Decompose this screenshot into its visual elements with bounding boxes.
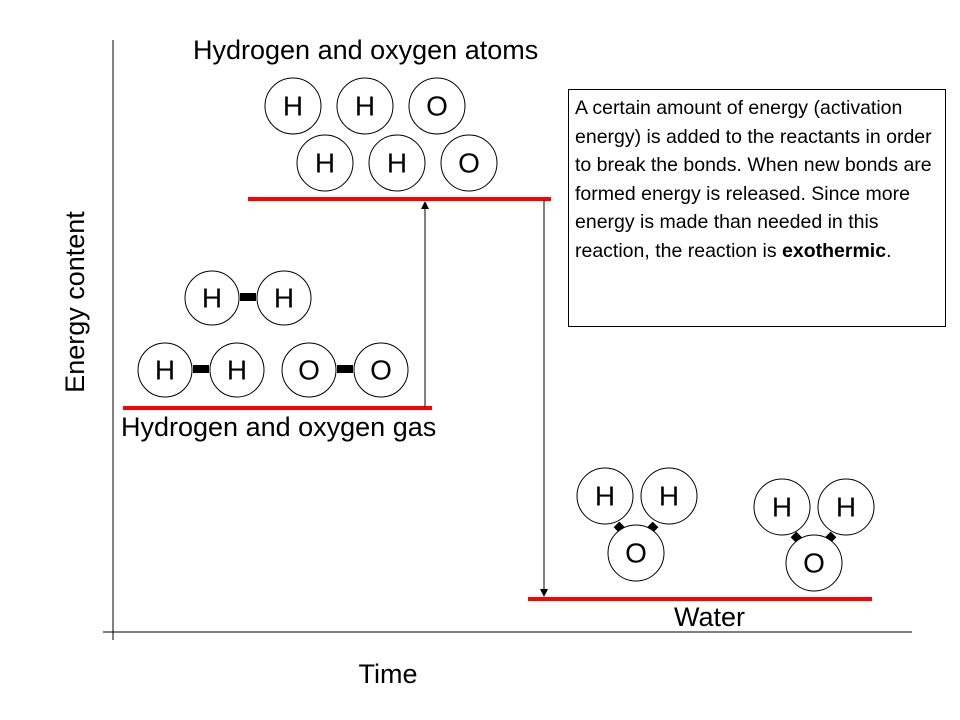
svg-text:H: H: [202, 283, 222, 314]
arrowhead-down: [540, 589, 548, 597]
atom: H: [209, 342, 265, 398]
svg-text:H: H: [659, 481, 679, 512]
atom: H: [336, 77, 394, 135]
atom: H: [640, 467, 698, 525]
bond: [337, 365, 353, 373]
atom: H: [256, 270, 312, 326]
svg-text:O: O: [370, 355, 392, 386]
atom: H: [184, 270, 240, 326]
svg-text:H: H: [836, 492, 856, 523]
svg-text:O: O: [625, 538, 647, 569]
svg-text:O: O: [298, 355, 320, 386]
note-text: A certain amount of energy (activation e…: [575, 97, 932, 262]
atom: O: [785, 534, 843, 592]
svg-text:H: H: [387, 148, 407, 179]
arrowhead-up: [421, 201, 429, 209]
atoms-label: Hydrogen and oxygen atoms: [193, 35, 538, 65]
svg-text:O: O: [426, 91, 448, 122]
x-axis-label: Time: [359, 659, 418, 689]
svg-text:O: O: [803, 548, 825, 579]
svg-text:H: H: [274, 283, 294, 314]
svg-text:H: H: [772, 492, 792, 523]
note-bold: exothermic: [782, 239, 887, 262]
explanation-note: A certain amount of energy (activation e…: [568, 89, 946, 327]
svg-text:H: H: [283, 91, 303, 122]
note-end: .: [886, 239, 892, 262]
atom: O: [440, 134, 498, 192]
atom: H: [817, 478, 875, 536]
atom: H: [264, 77, 322, 135]
water-label: Water: [674, 602, 745, 632]
atom: H: [576, 467, 634, 525]
gas-label: Hydrogen and oxygen gas: [121, 412, 436, 442]
atom: H: [137, 342, 193, 398]
atom: O: [607, 524, 665, 582]
bond: [240, 293, 256, 301]
bond: [193, 365, 209, 373]
atom: O: [281, 342, 337, 398]
svg-text:H: H: [595, 481, 615, 512]
atom: H: [368, 134, 426, 192]
atom: H: [753, 478, 811, 536]
svg-text:H: H: [155, 355, 175, 386]
svg-text:H: H: [355, 91, 375, 122]
svg-text:H: H: [315, 148, 335, 179]
atom: H: [296, 134, 354, 192]
svg-text:H: H: [227, 355, 247, 386]
svg-text:O: O: [458, 148, 480, 179]
y-axis-label: Energy content: [60, 211, 90, 393]
atom: O: [353, 342, 409, 398]
atom: O: [408, 77, 466, 135]
